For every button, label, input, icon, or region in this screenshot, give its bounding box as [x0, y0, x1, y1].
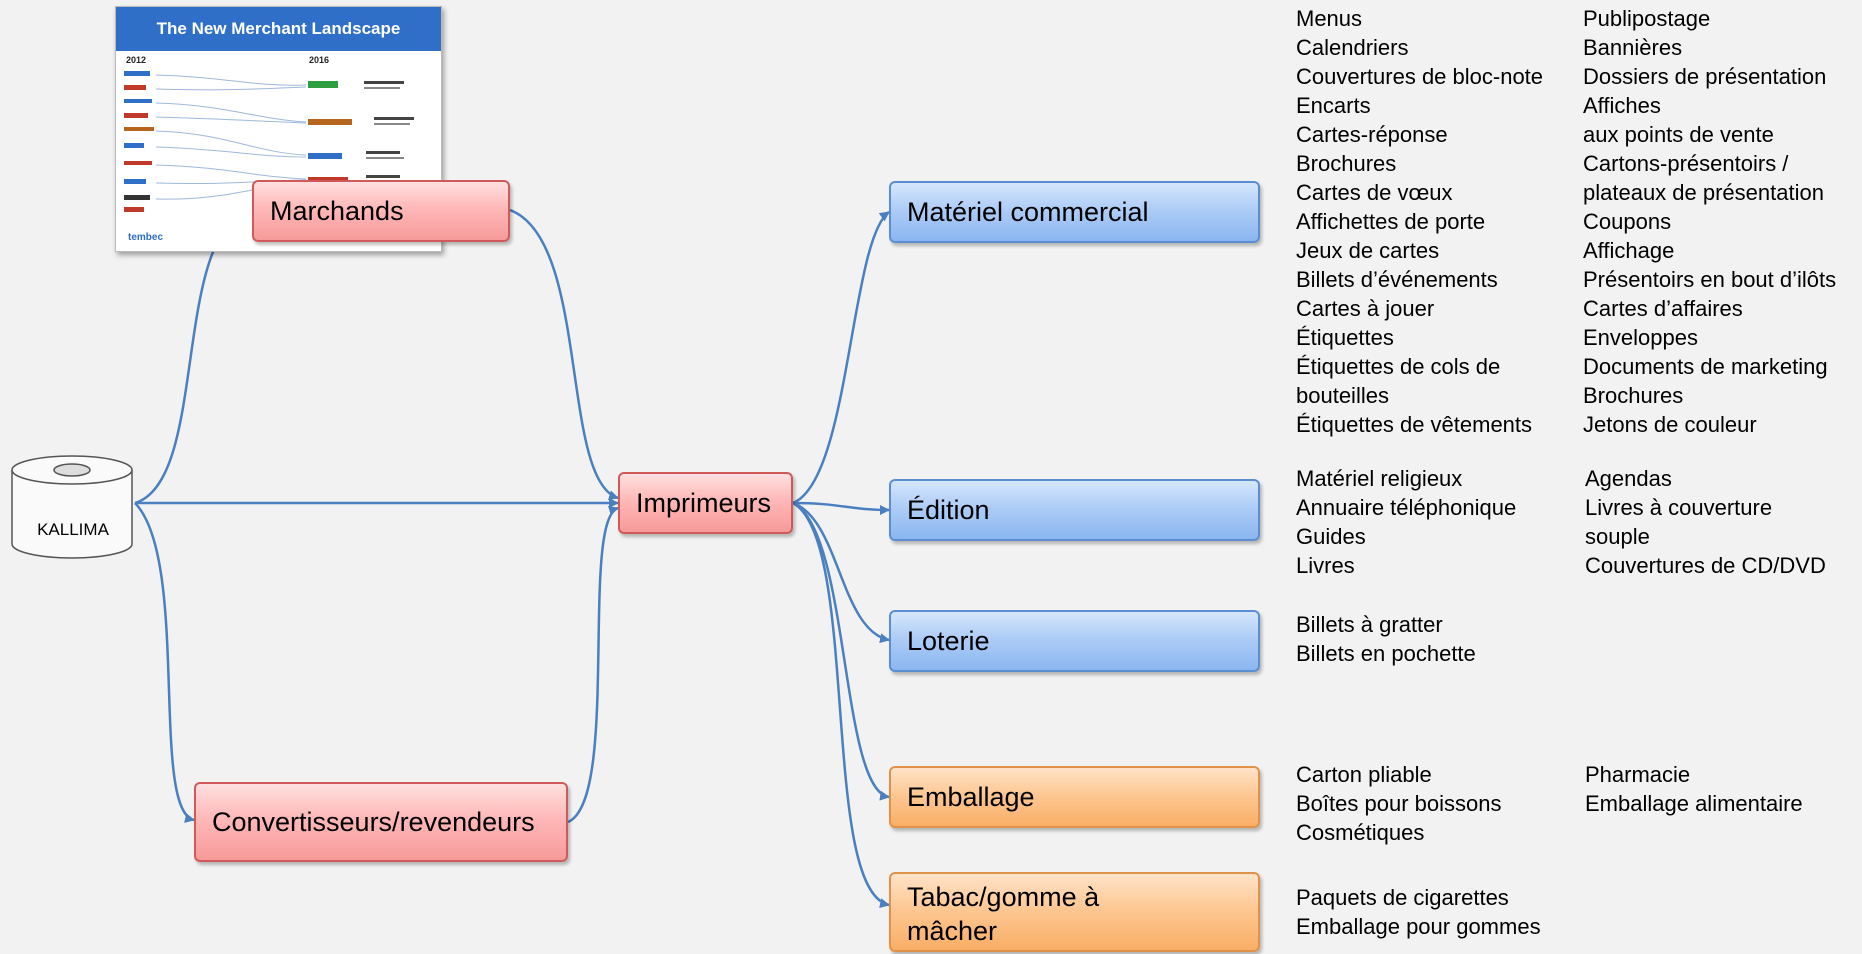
- list-item: Jeux de cartes: [1296, 238, 1440, 263]
- list-item: Couvertures de bloc-note: [1296, 64, 1544, 89]
- list-item: Coupons: [1583, 209, 1672, 234]
- node-imprimeurs[interactable]: Imprimeurs: [618, 472, 793, 534]
- list-loterie: Billets à gratter Billets en pochette: [1296, 610, 1476, 668]
- list-item: Menus: [1296, 6, 1363, 31]
- kallima-label: KALLIMA: [37, 520, 109, 539]
- list-edition-right: Agendas Livres à couverture souple Couve…: [1585, 464, 1826, 580]
- list-item: Brochures: [1583, 383, 1684, 408]
- node-materiel-label: Matériel commercial: [907, 197, 1149, 227]
- list-item: Carton pliable: [1296, 762, 1432, 787]
- edge-imprimeurs-tabac: [792, 501, 890, 908]
- list-item: Cartes de vœux: [1296, 180, 1453, 205]
- thumbnail-title: The New Merchant Landscape: [116, 7, 441, 51]
- thumbnail-year-right: 2016: [309, 55, 330, 65]
- node-emballage[interactable]: Emballage: [889, 766, 1260, 828]
- list-item: Jetons de couleur: [1583, 412, 1757, 437]
- edge-imprimeurs-edition: [792, 501, 890, 515]
- list-item: Brochures: [1296, 151, 1397, 176]
- list-item: plateaux de présentation: [1583, 180, 1824, 205]
- node-marchands[interactable]: Marchands: [252, 180, 510, 242]
- list-item: Emballage alimentaire: [1585, 791, 1803, 816]
- node-tabac-label: Tabac/gomme à mâcher: [907, 880, 1099, 948]
- node-tabac-label-line2: mâcher: [907, 916, 998, 946]
- list-item: Publipostage: [1583, 6, 1711, 31]
- list-item: Billets en pochette: [1296, 641, 1476, 666]
- list-item: Matériel religieux: [1296, 466, 1463, 491]
- node-loterie-label: Loterie: [907, 626, 990, 656]
- edge-kallima-marchands: [134, 207, 253, 505]
- list-item: Dossiers de présentation: [1583, 64, 1827, 89]
- node-tabac-label-line1: Tabac/gomme à: [907, 882, 1100, 912]
- node-imprimeurs-label: Imprimeurs: [636, 488, 772, 518]
- list-item: bouteilles: [1296, 383, 1389, 408]
- list-item: Guides: [1296, 524, 1366, 549]
- list-item: Livres: [1296, 553, 1355, 578]
- list-materiel-right: Publipostage Bannières Dossiers de prése…: [1583, 4, 1836, 439]
- list-emballage-left: Carton pliable Boîtes pour boissons Cosm…: [1296, 760, 1501, 847]
- list-item: Boîtes pour boissons: [1296, 791, 1502, 816]
- edge-imprimeurs-materiel: [792, 210, 890, 505]
- node-loterie[interactable]: Loterie: [889, 610, 1260, 672]
- list-item: Cartons-présentoirs /: [1583, 151, 1789, 176]
- kallima-database-icon: [11, 455, 133, 559]
- list-item: Agendas: [1585, 466, 1672, 491]
- node-edition-label: Édition: [907, 495, 990, 525]
- list-item: Étiquettes de vêtements: [1296, 412, 1533, 437]
- edge-imprimeurs-loterie: [792, 501, 890, 644]
- list-item: Paquets de cigarettes: [1296, 885, 1509, 910]
- list-item: Enveloppes: [1583, 325, 1698, 350]
- list-item: Billets à gratter: [1296, 612, 1443, 637]
- node-edition[interactable]: Édition: [889, 479, 1260, 541]
- list-tabac: Paquets de cigarettes Emballage pour gom…: [1296, 883, 1541, 941]
- node-convertisseurs-label: Convertisseurs/revendeurs: [212, 807, 535, 837]
- list-item: Cartes d’affaires: [1583, 296, 1743, 321]
- list-item: Livres à couverture: [1585, 495, 1773, 520]
- thumbnail-merger-lines: [124, 71, 414, 212]
- list-emballage-right: Pharmacie Emballage alimentaire: [1585, 760, 1803, 818]
- edge-marchands-imprimeurs: [509, 208, 619, 501]
- list-item: Affichettes de porte: [1296, 209, 1486, 234]
- node-emballage-label: Emballage: [907, 782, 1035, 812]
- list-item: Pharmacie: [1585, 762, 1691, 787]
- list-materiel-left: Menus Calendriers Couvertures de bloc-no…: [1296, 4, 1543, 439]
- thumbnail-year-left: 2012: [126, 55, 147, 65]
- list-item: Cosmétiques: [1296, 820, 1425, 845]
- list-item: Couvertures de CD/DVD: [1585, 553, 1826, 578]
- thumbnail-tembec-logo: tembec: [128, 232, 164, 243]
- list-item: aux points de vente: [1583, 122, 1774, 147]
- list-item: souple: [1585, 524, 1650, 549]
- list-item: Affichage: [1583, 238, 1675, 263]
- list-item: Emballage pour gommes: [1296, 914, 1541, 939]
- list-item: Encarts: [1296, 93, 1371, 118]
- node-tabac[interactable]: Tabac/gomme à mâcher: [889, 872, 1260, 952]
- list-item: Cartes à jouer: [1296, 296, 1435, 321]
- node-marchands-label: Marchands: [270, 196, 404, 226]
- list-item: Documents de marketing: [1583, 354, 1828, 379]
- list-item: Affiches: [1583, 93, 1661, 118]
- node-convertisseurs[interactable]: Convertisseurs/revendeurs: [194, 782, 568, 862]
- edge-imprimeurs-emballage: [792, 501, 890, 801]
- list-item: Étiquettes de cols de: [1296, 354, 1501, 379]
- node-materiel-commercial[interactable]: Matériel commercial: [889, 181, 1260, 243]
- list-item: Bannières: [1583, 35, 1683, 60]
- edge-kallima-convertisseurs: [134, 502, 195, 823]
- list-item: Étiquettes: [1296, 325, 1394, 350]
- list-item: Calendriers: [1296, 35, 1409, 60]
- edge-convertisseurs-imprimeurs: [567, 506, 619, 824]
- list-edition-left: Matériel religieux Annuaire téléphonique…: [1296, 464, 1516, 580]
- list-item: Cartes-réponse: [1296, 122, 1448, 147]
- list-item: Annuaire téléphonique: [1296, 495, 1517, 520]
- list-item: Billets d’événements: [1296, 267, 1498, 292]
- list-item: Présentoirs en bout d’ilôts: [1583, 267, 1837, 292]
